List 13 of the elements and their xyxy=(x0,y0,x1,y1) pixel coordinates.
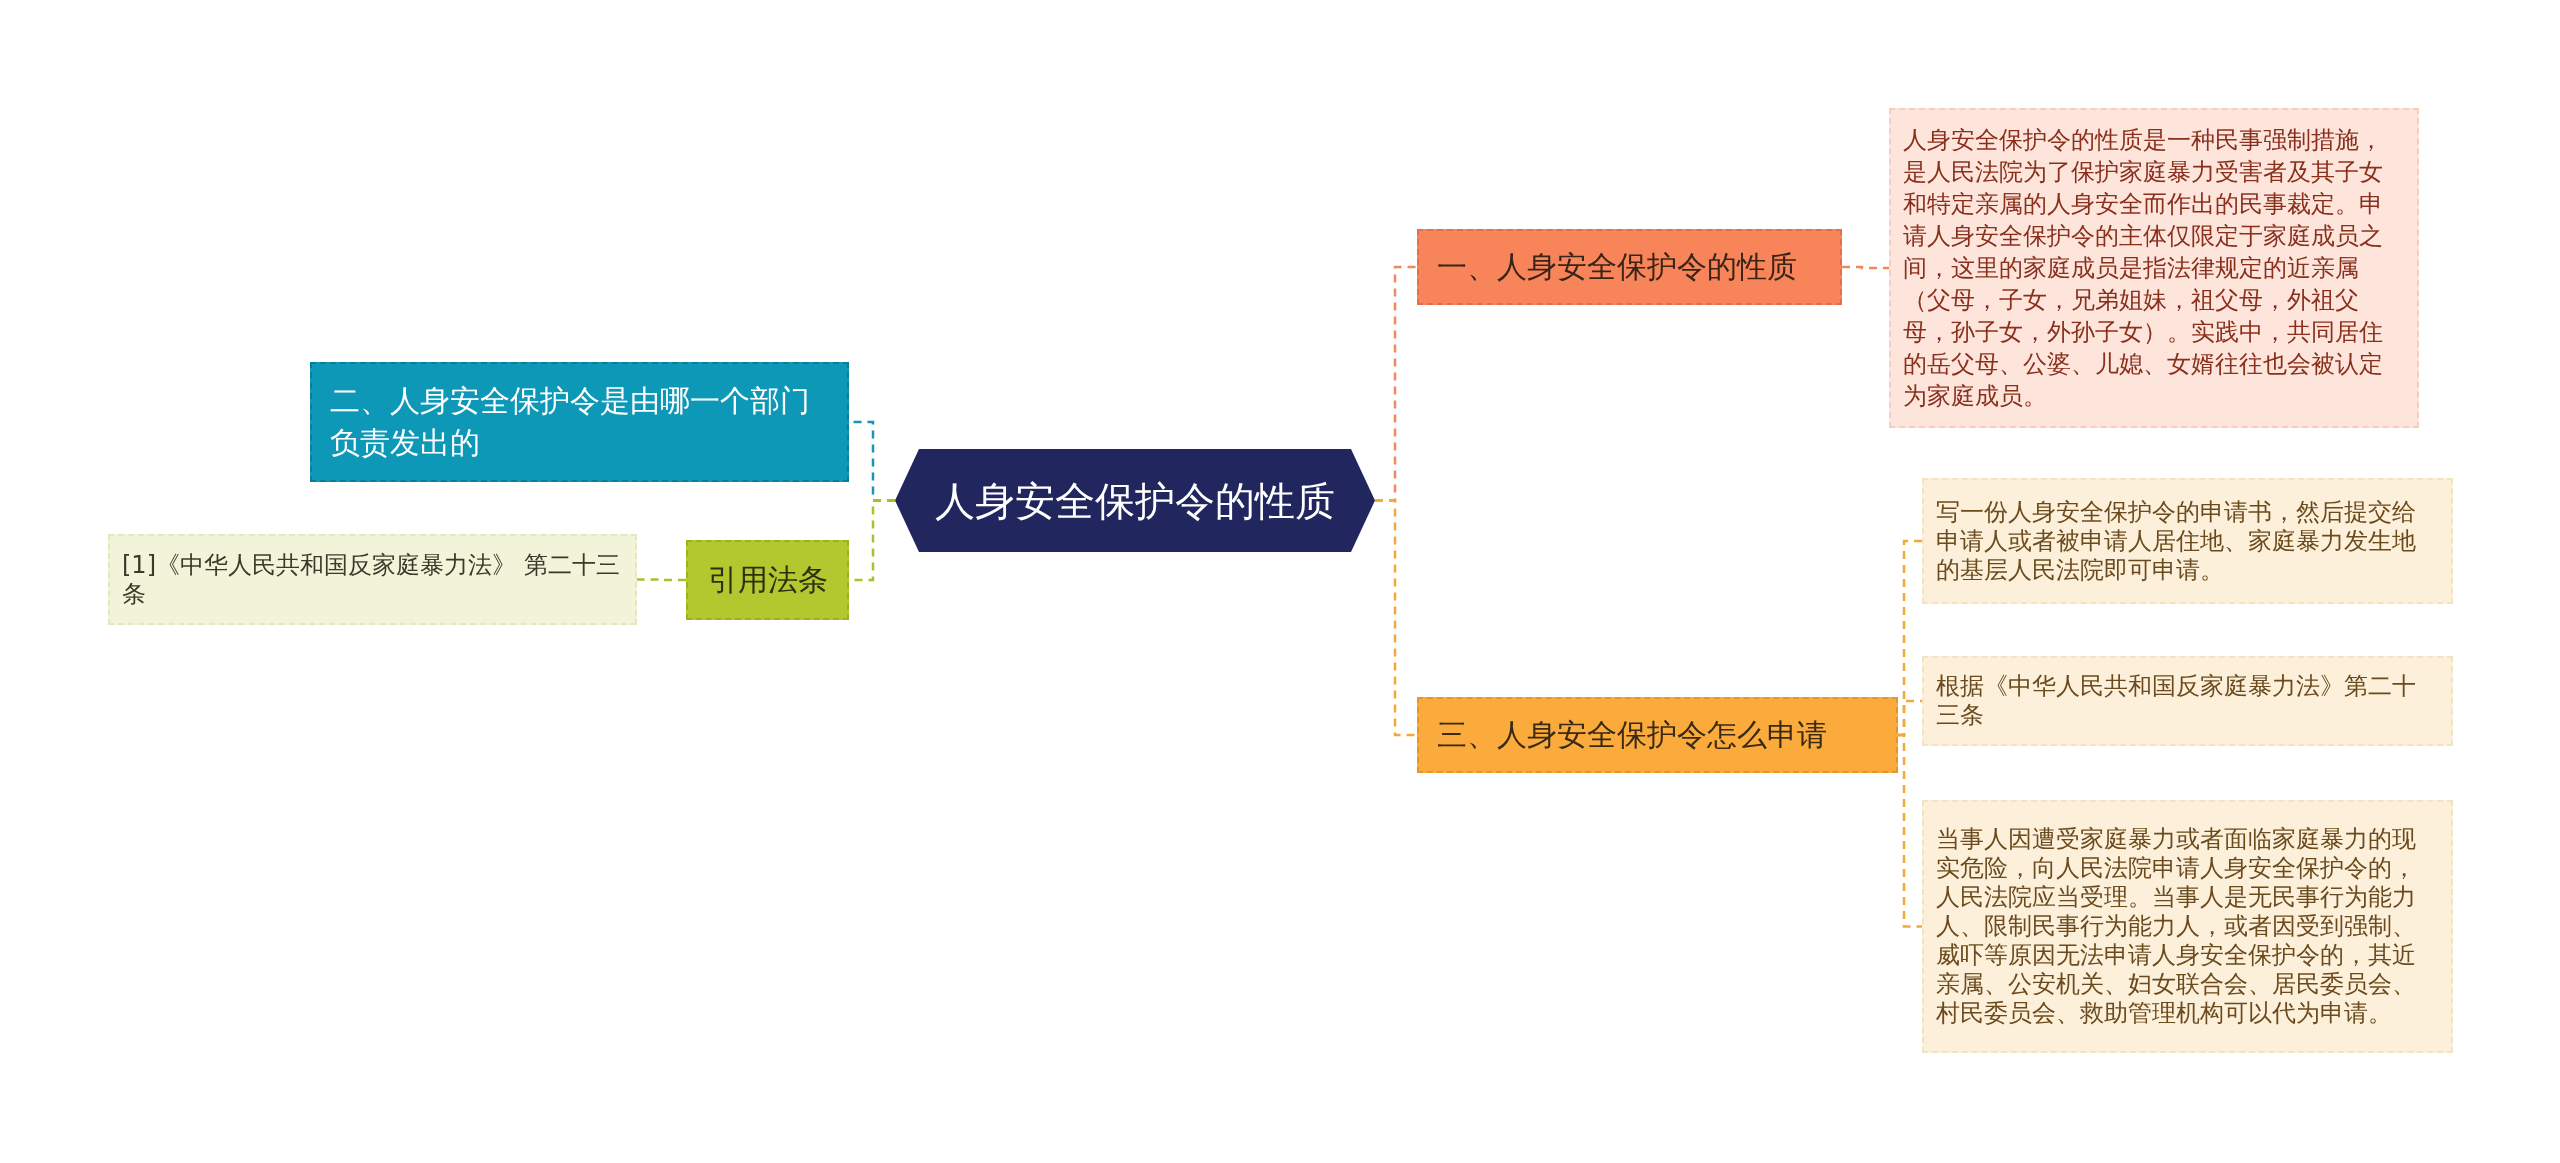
note-box: 当事人因遭受家庭暴力或者面临家庭暴力的现实危险，向人民法院申请人身安全保护令的，人民法院应当受理。当事人是无民事行为能力人、限制民事行为能力人，或者因受到强制、威吓等原因无法申请人身安全保护令的，其近亲属、公安机关、妇女联合会、居民委员会、村民委员会、救助管理机构可以代为申请。 xyxy=(1922,800,2453,1053)
note-box: 根据《中华人民共和国反家庭暴力法》第二十三条 xyxy=(1922,656,2453,746)
branch-box: 二、人身安全保护令是由哪一个部门负责发出的 xyxy=(310,362,849,482)
connector-line xyxy=(1842,265,1889,270)
branch-box: 引用法条 xyxy=(686,540,849,620)
connector-line xyxy=(637,578,686,582)
branch-box: 一、人身安全保护令的性质 xyxy=(1417,229,1842,305)
note-box: 人身安全保护令的性质是一种民事强制措施，是人民法院为了保护家庭暴力受害者及其子女和特定亲属的人身安全而作出的民事裁定。申请人身安全保护令的主体仅限定于家庭成员之间，这里的家庭成员是指法律规定的近亲属（父母，子女，兄弟姐妹，祖父母，外祖父母，孙子女，外孙子女）。实践中，共同居住的岳父母、公婆、儿媳、女婿往往也会被认定为家庭成员。 xyxy=(1889,108,2419,428)
note-box: [1]《中华人民共和国反家庭暴力法》 第二十三条 xyxy=(108,534,637,625)
branch-box: 三、人身安全保护令怎么申请 xyxy=(1417,697,1898,773)
connector-line xyxy=(1375,499,1417,737)
connector-line xyxy=(1898,733,1922,928)
note-box: 写一份人身安全保护令的申请书，然后提交给申请人或者被申请人居住地、家庭暴力发生地的基层人民法院即可申请。 xyxy=(1922,478,2453,604)
